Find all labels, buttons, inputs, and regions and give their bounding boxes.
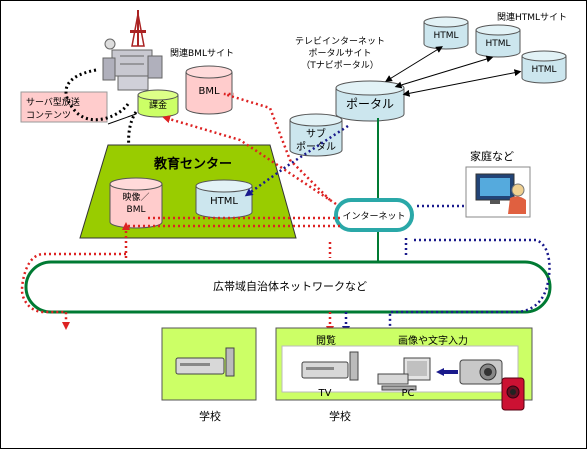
- html-site-cylinder-3: HTML: [521, 50, 567, 84]
- bml-cylinder-label: BML: [198, 86, 219, 97]
- portal-link-html-3: [402, 69, 522, 97]
- html-site-1-label: HTML: [433, 31, 458, 41]
- wide-area-network-ring: [24, 260, 552, 314]
- html-site-3-label: HTML: [531, 65, 556, 75]
- video-bml-line1: 映像／: [122, 191, 149, 203]
- server-content-line1: サーバ型放送: [26, 96, 80, 108]
- html-site-cylinder-1: HTML: [423, 16, 469, 50]
- broadcast-station-icon: [86, 6, 174, 96]
- left-school-label: 学校: [199, 409, 221, 423]
- camera-icon: [459, 359, 503, 385]
- browse-label: 閲覧: [316, 335, 336, 347]
- related-html-label: 関連HTMLサイト: [497, 11, 567, 23]
- html-site-2-label: HTML: [485, 39, 510, 49]
- billing-label: 課金: [149, 99, 167, 111]
- right-school-tv-icon: [301, 351, 359, 381]
- tv-label: TV: [318, 388, 332, 399]
- left-school-tv-icon: [175, 347, 235, 377]
- tv-portal-line1: テレビインターネット: [295, 36, 385, 47]
- tv-portal-line2: ポータルサイト: [308, 48, 371, 59]
- video-bml-line2: BML: [127, 205, 146, 215]
- tv-portal-line3: （Tナビポータル）: [301, 60, 379, 71]
- related-bml-label: 関連BMLサイト: [170, 47, 234, 59]
- portal-cylinder: ポータル: [335, 80, 405, 122]
- pc-icon: [377, 357, 431, 391]
- internet-ring: [334, 198, 414, 232]
- server-content-flow-top: [64, 68, 130, 122]
- portal-link-html-2: [394, 55, 494, 89]
- sub-portal-line1: サブ: [306, 127, 326, 140]
- portal-label: ポータル: [346, 97, 394, 111]
- video-bml-cylinder: 映像／ BML: [109, 177, 163, 229]
- video-camera-icon: [501, 377, 525, 411]
- wide-area-network-label: 広帯域自治体ネットワークなど: [213, 279, 367, 293]
- home-etc-label: 家庭など: [470, 149, 514, 163]
- pc-label: PC: [401, 388, 414, 399]
- server-content-line2: コンテンツ: [26, 110, 71, 121]
- bml-database-cylinder: BML: [185, 65, 233, 115]
- navy-path-to-right-school: [388, 238, 551, 336]
- image-text-input-label: 画像や文字入力: [398, 334, 468, 347]
- server-content-pointer: [107, 113, 137, 125]
- center-html-label: HTML: [210, 196, 238, 207]
- server-content-flow-down: [127, 111, 140, 184]
- sub-portal-line2: ポータル: [296, 141, 336, 153]
- education-center-label: 教育センター: [153, 156, 232, 172]
- home-tv-illustration: [465, 166, 531, 218]
- center-html-cylinder: HTML: [195, 179, 253, 219]
- html-site-cylinder-2: HTML: [475, 24, 521, 58]
- server-content-box: [20, 91, 108, 123]
- red-path-to-billing: [162, 115, 337, 206]
- sub-portal-cylinder: サブ ポータル: [289, 113, 343, 157]
- internet-label: インターネット: [342, 211, 405, 222]
- billing-cylinder: 課金: [137, 89, 179, 118]
- right-school-label: 学校: [329, 409, 351, 423]
